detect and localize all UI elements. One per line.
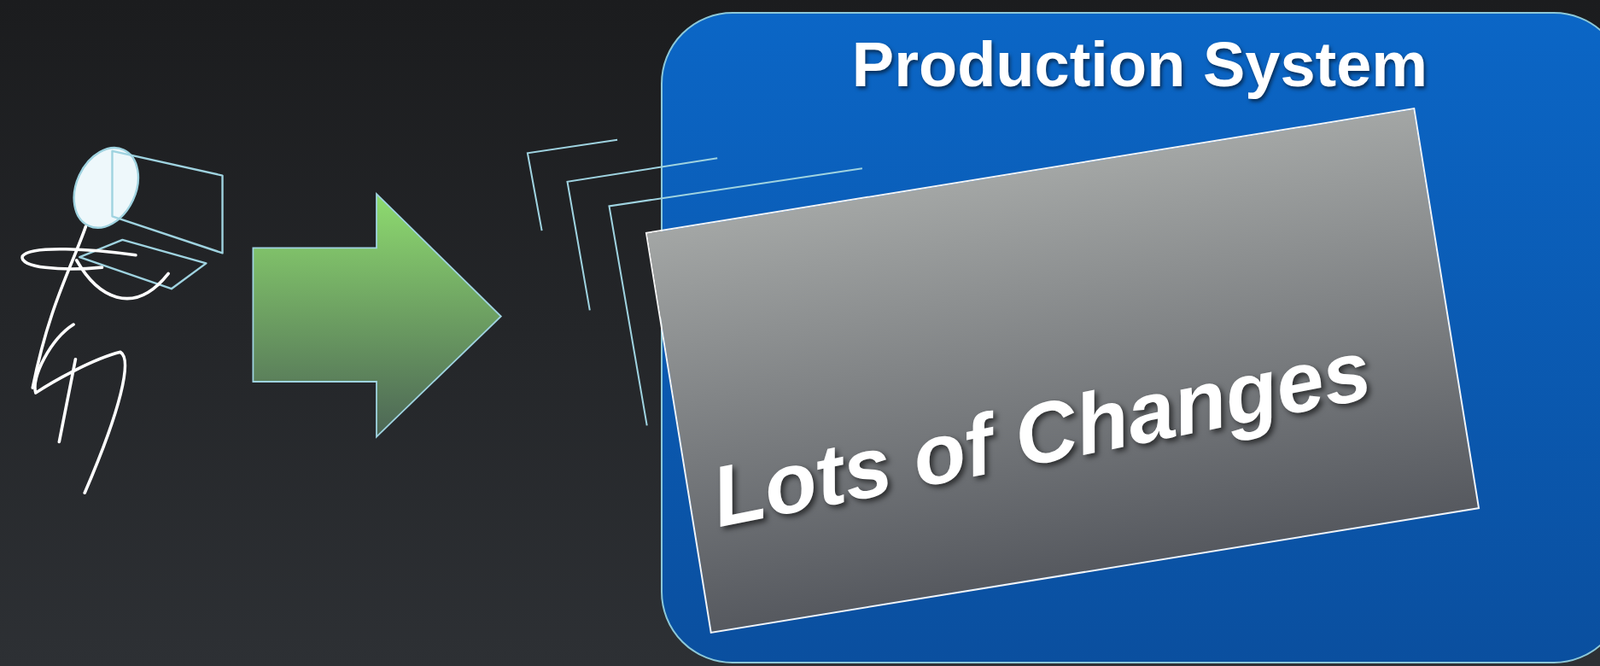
card-text: Lots of Changes bbox=[682, 321, 1400, 544]
figure-leg bbox=[35, 324, 126, 493]
block-arrow bbox=[252, 193, 501, 437]
figure-head bbox=[61, 137, 151, 239]
system-box: Production SystemLots of Changes bbox=[660, 11, 1600, 664]
laptop-keyboard bbox=[79, 239, 206, 289]
figure-arm bbox=[76, 260, 170, 299]
laptop-screen bbox=[111, 151, 222, 254]
change-card: Lots of Changes bbox=[644, 107, 1479, 634]
figure-back bbox=[32, 226, 86, 388]
motion-line bbox=[527, 140, 618, 231]
figure-arm bbox=[22, 249, 136, 269]
box-heading: Production System bbox=[662, 33, 1600, 97]
stick-figure bbox=[22, 137, 223, 493]
figure-leg bbox=[58, 359, 76, 443]
